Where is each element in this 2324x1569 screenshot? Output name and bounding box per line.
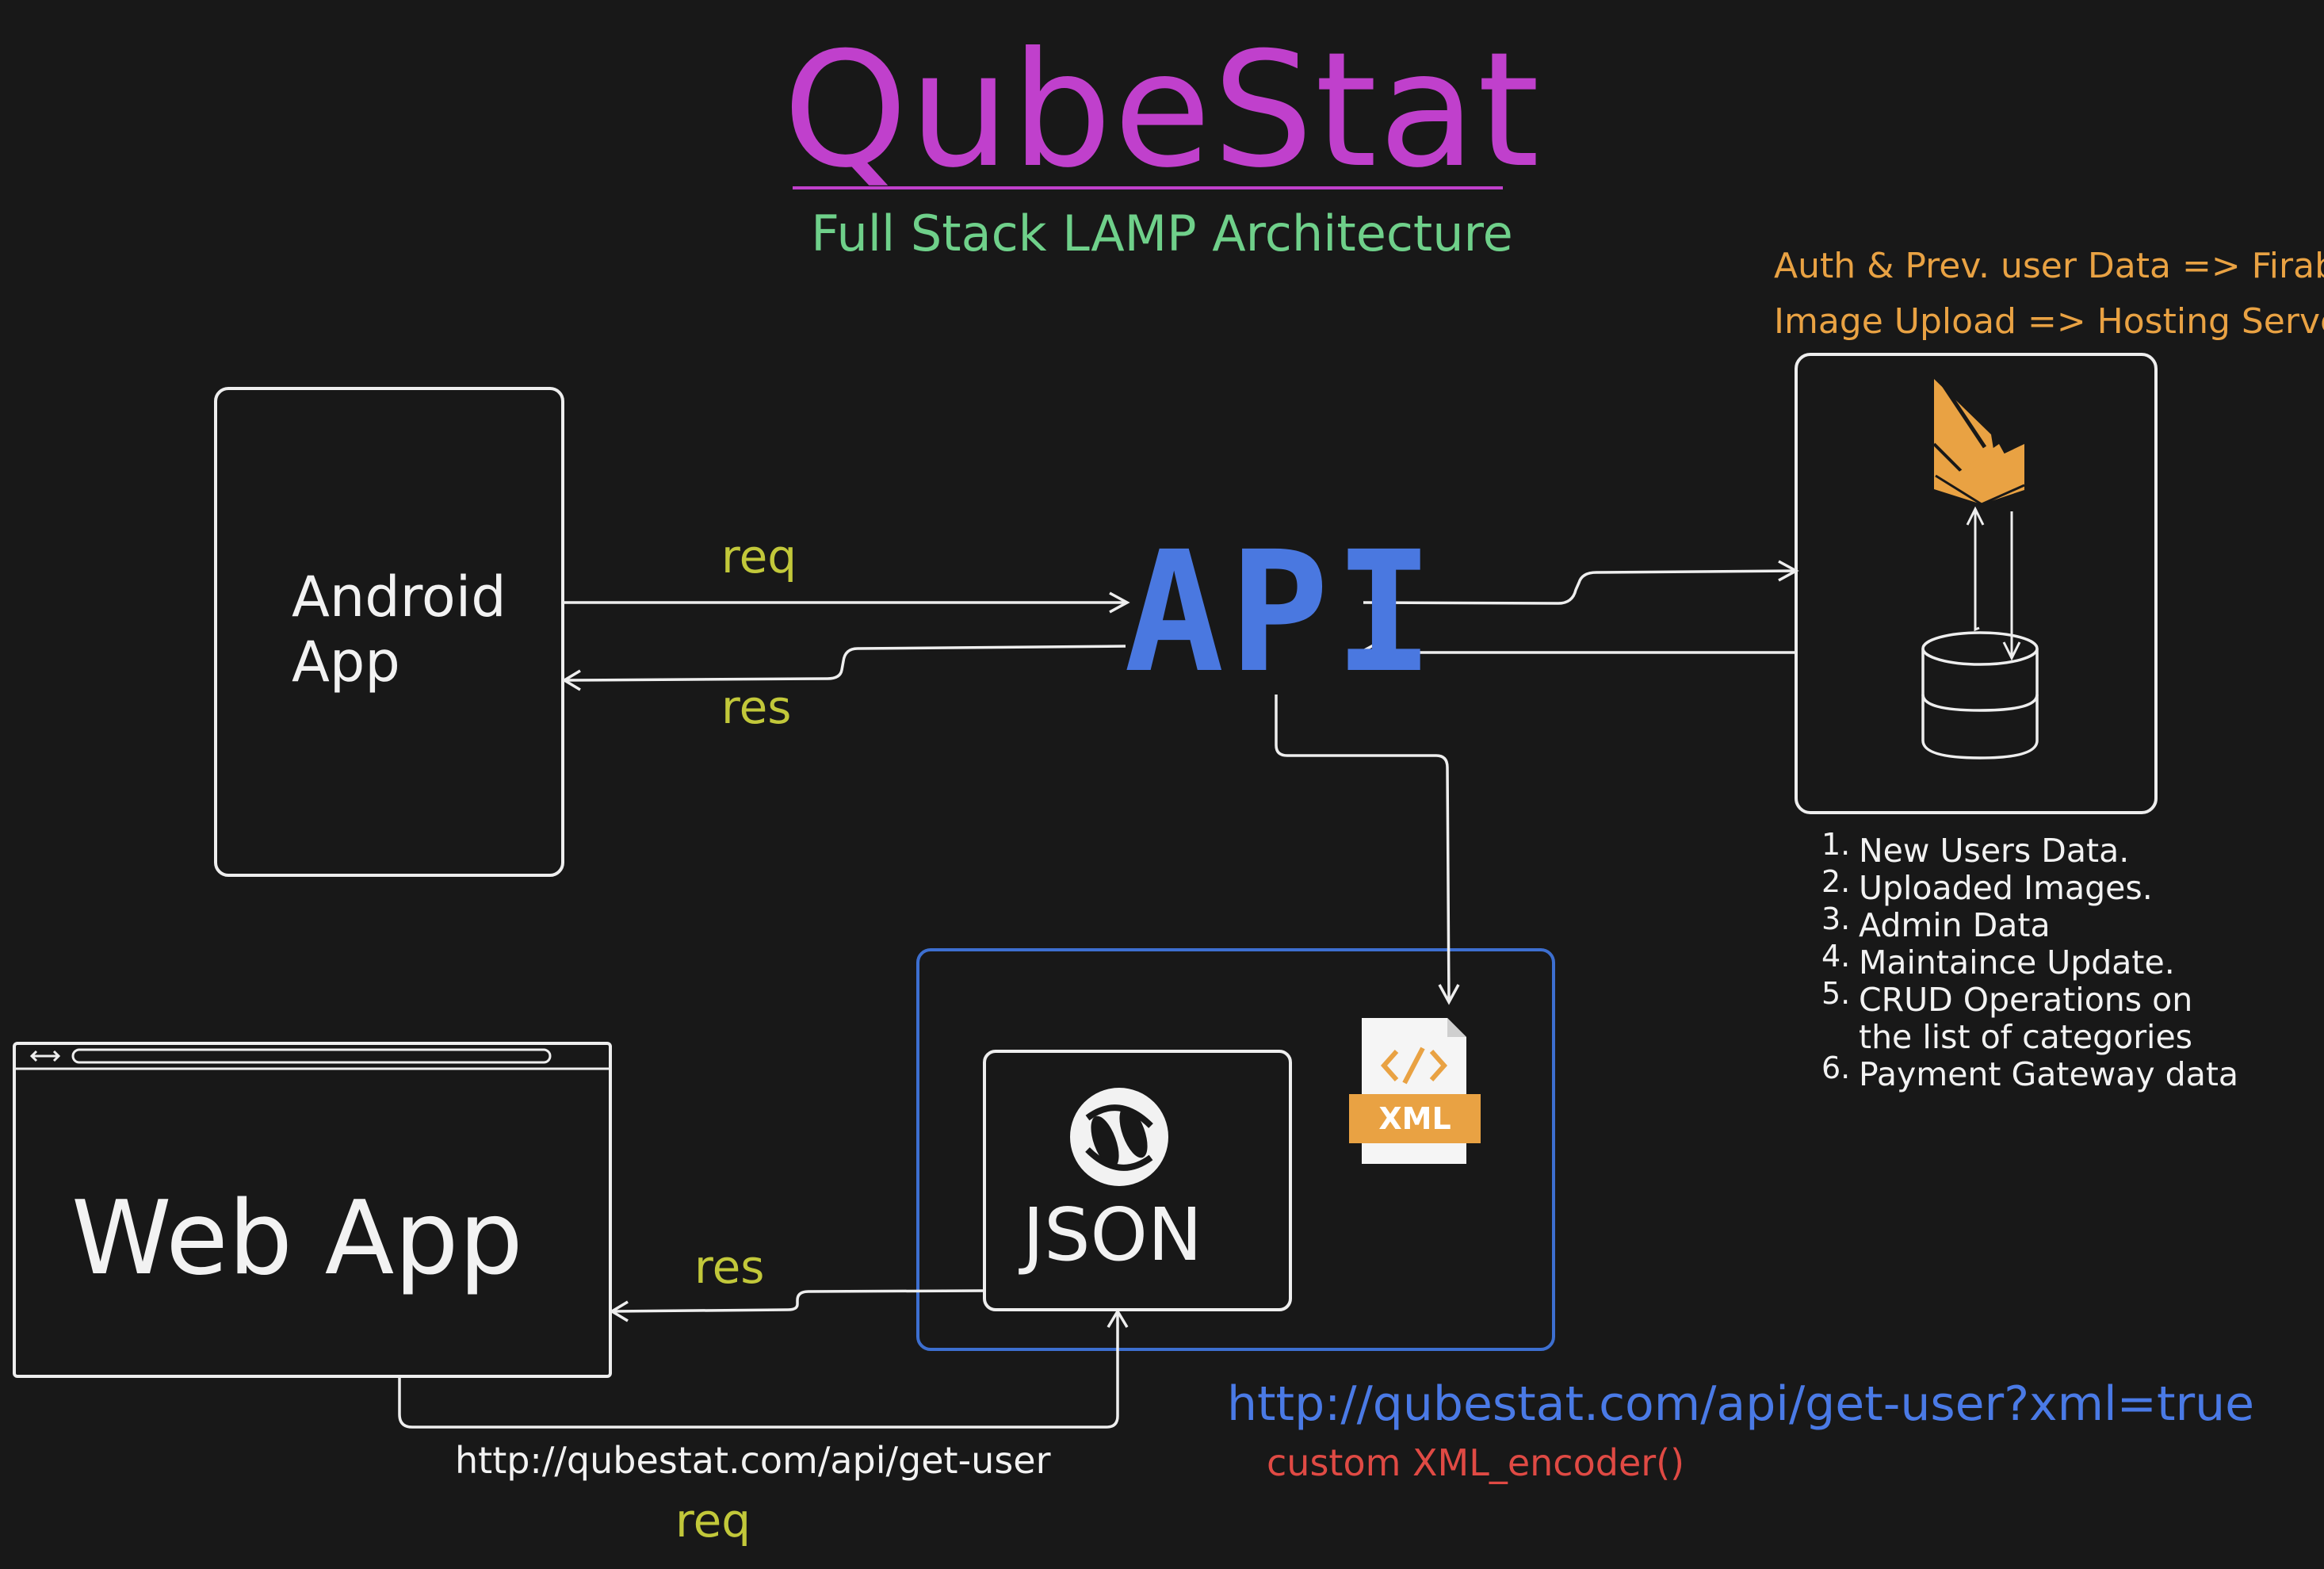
web-req-label: req [675,1494,751,1548]
android-label-line2: App [292,630,400,695]
diagram-title: QubeStat [782,18,1542,203]
diagram-subtitle: Full Stack LAMP Architecture [811,205,1513,262]
api-to-backend-arrow [1363,560,1799,605]
android-app-label: Android App [292,564,506,695]
web-req-to-json-arrow [398,1308,1129,1429]
android-app-box [214,387,564,877]
list-item: 6.Payment Gateway data [1821,1050,2239,1093]
json-icon [1070,1088,1168,1186]
list-item: 1.New Users Data. [1821,827,2130,870]
web-res-label: res [694,1240,765,1294]
xml-file-icon: XML [1349,1018,1481,1164]
json-label: JSON [1022,1192,1202,1277]
browser-nav-icon [29,1050,61,1062]
format-container [916,948,1555,1351]
web-app-box [13,1042,612,1378]
list-item: 2.Uploaded Images. [1821,864,2153,907]
android-req-label: req [721,530,797,584]
web-app-label: Web App [71,1180,523,1298]
list-item: 3.Admin Data [1821,901,2051,944]
backend-to-api-arrow [1357,641,1795,664]
firebase-db-arrows [1966,506,2021,661]
json-to-web-res-arrow [609,1289,984,1322]
backend-box [1795,353,2158,814]
json-box [983,1050,1292,1311]
api-to-xml-arrow [1275,695,1460,1005]
android-res-arrow [561,645,1126,691]
xml-badge-label: XML [1378,1101,1451,1136]
xml-encoder-label: custom XML_encoder() [1267,1441,1685,1484]
backend-note-auth: Auth & Prev. user Data => Firabase [1774,246,2324,286]
list-item: 4.Maintaince Update. [1821,939,2175,982]
firebase-icon [1932,379,2025,506]
android-req-arrow [564,591,1130,614]
api-label: API [1124,515,1439,710]
android-res-label: res [721,680,792,734]
backend-data-list: 1.New Users Data. 2.Uploaded Images. 3.A… [1821,827,2239,1093]
backend-note-image: Image Upload => Hosting Server [1774,301,2324,342]
get-user-xml-url: http://qubestat.com/api/get-user?xml=tru… [1227,1376,2255,1432]
get-user-url: http://qubestat.com/api/get-user [455,1439,1051,1482]
android-label-line1: Android [292,564,506,630]
database-icon [1921,631,2039,760]
